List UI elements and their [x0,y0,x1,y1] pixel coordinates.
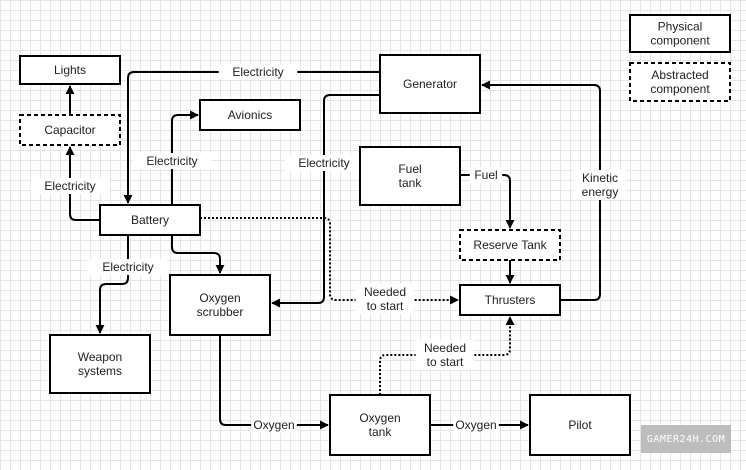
node-box [19,114,121,146]
edge-label-bg [30,178,110,194]
edge-label: Electricity [232,65,283,79]
edge-line [65,146,100,221]
node-label: tank [399,176,423,190]
edge-label: Needed [364,285,406,299]
edge-label-bg [355,284,415,314]
node-box [329,394,431,456]
edge-label-bg [415,340,475,370]
edge-line [379,316,515,395]
node-pilot: Pilot [529,394,631,456]
edge-label-bg [573,170,627,200]
edge-label: Fuel [474,168,497,182]
node-label: Weapon [78,350,122,364]
edge-label: to start [367,299,404,313]
legend-label: Abstracted [651,68,708,82]
edge-label-bg [453,417,499,433]
edge-line [200,217,459,305]
edge-line [123,71,380,204]
edge-label-bg [88,259,168,275]
edge-label: Electricity [146,154,197,168]
edge-generator-scrubber: Electricity [271,94,380,308]
edge-label: Electricity [298,156,349,170]
node-box [459,229,561,261]
node-label: Oxygen [199,291,240,305]
node-box [379,54,481,114]
node-label: Fuel [398,162,421,176]
edge-label: to start [427,355,464,369]
node-box [49,334,151,394]
legend-label: component [650,82,710,96]
edge-label: Electricity [102,260,153,274]
legend-swatch [629,62,731,102]
legend-label: component [650,34,710,48]
node-box [169,274,271,336]
edge-battery-weapons: Electricity [88,235,168,334]
watermark: GAMER24H.COM [641,425,731,453]
node-label: Battery [131,213,169,227]
node-avionics: Avionics [199,99,301,131]
edge-label: Oxygen [455,418,496,432]
node-thrusters: Thrusters [459,284,561,316]
node-label: Capacitor [44,123,95,137]
edge-line [219,335,329,430]
edge-battery-scrubber [171,235,225,274]
edge-label-bg [132,153,212,169]
node-box [19,55,121,85]
edge-label-bg [469,167,503,183]
node-box [99,204,201,236]
node-label: Pilot [568,418,592,432]
edge-line [171,235,225,274]
edge-label: Needed [424,341,466,355]
node-label: Avionics [228,108,272,122]
edge-label-bg [251,417,297,433]
node-label: Thrusters [485,293,536,307]
node-box [199,99,301,131]
edge-label: Electricity [44,179,95,193]
node-battery: Battery [99,204,201,236]
edge-generator-battery: Electricity [123,64,380,204]
node-label: systems [78,364,122,378]
edge-line [460,174,515,229]
node-generator: Generator [379,54,481,114]
node-label: tank [369,425,393,439]
edge-scrubber-oxygen-tank: Oxygen [219,335,329,433]
node-label: Reserve Tank [473,238,547,252]
node-box [459,284,561,316]
edge-oxygen-tank-pilot: Oxygen [430,417,529,433]
edge-label-bg [284,155,364,171]
legend-swatch [629,14,731,53]
edge-label: Oxygen [253,418,294,432]
edge-label-bg [218,64,298,80]
node-box [529,394,631,456]
edge-label: energy [582,185,619,199]
node-label: Lights [54,63,86,77]
edge-line [271,94,380,308]
edge-fuel-reserve: Fuel [460,167,515,229]
edge-battery-capacitor: Electricity [30,146,110,221]
edge-battery-avionics: Electricity [132,110,212,205]
edge-label: Kinetic [582,171,618,185]
node-reserve-tank: Reserve Tank [459,229,561,261]
node-box [359,146,461,206]
node-lights: Lights [19,55,121,85]
node-label: Oxygen [359,411,400,425]
edge-line [171,110,199,205]
node-label: scrubber [197,305,244,319]
node-label: Generator [403,77,457,91]
node-capacitor: Capacitor [19,114,121,146]
legend-label: Physical [658,20,703,34]
edge-line [95,235,129,334]
